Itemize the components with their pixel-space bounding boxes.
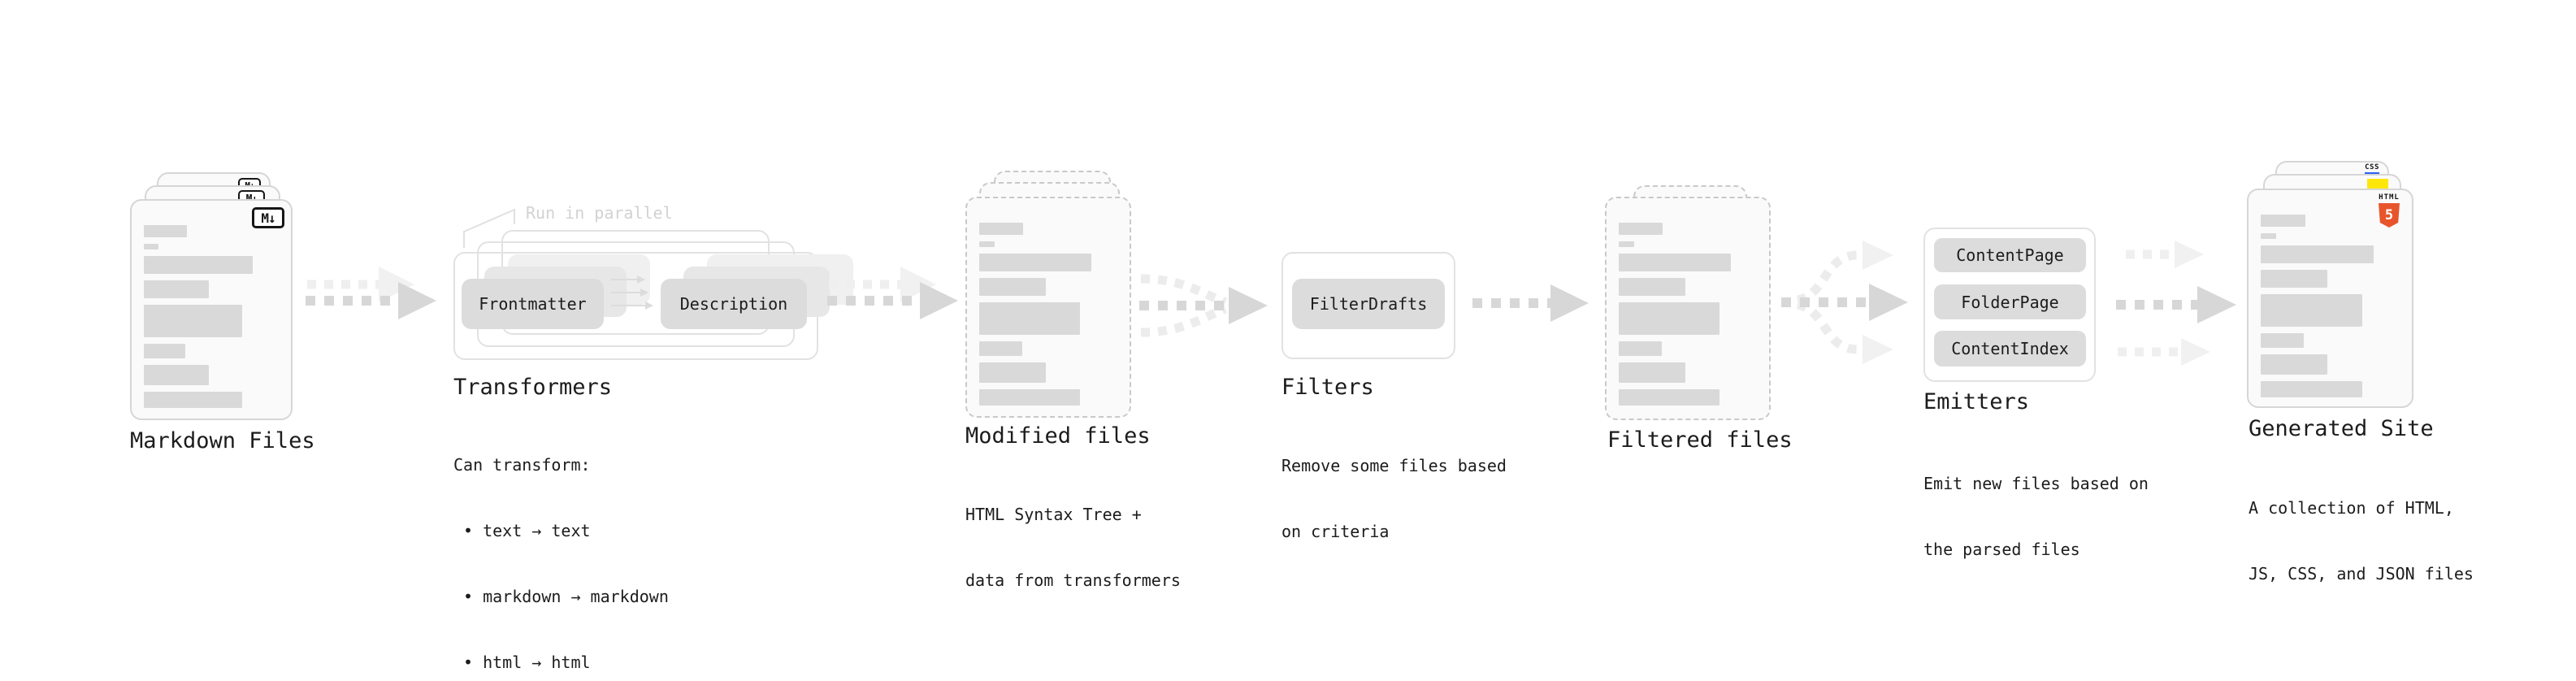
content-line-bar xyxy=(144,344,186,358)
content-line-bar xyxy=(979,223,1024,235)
modified-file-card-front xyxy=(965,197,1131,418)
html5-badge-label: HTML xyxy=(2379,193,2400,202)
content-line-bar xyxy=(1619,341,1662,356)
content-line-bar xyxy=(2261,270,2328,288)
stage-title-filtered-files: Filtered files xyxy=(1607,427,1793,453)
content-line-bar xyxy=(979,241,995,247)
content-line-bar xyxy=(144,365,209,385)
generated-sub-line: JS, CSS, and JSON files xyxy=(2249,564,2474,583)
content-line-bar xyxy=(1619,389,1720,406)
emitters-description: Emit new files based on the parsed files xyxy=(1923,429,2149,605)
transformer-step-arrows xyxy=(611,275,653,310)
content-line-bar xyxy=(2261,233,2276,239)
content-line-bar xyxy=(1619,223,1663,235)
stage-title-emitters: Emitters xyxy=(1923,389,2030,414)
content-line-bar xyxy=(144,280,209,298)
stage-title-generated-site: Generated Site xyxy=(2249,416,2434,441)
filtered-files-stack xyxy=(1605,185,1771,421)
html5-badge-number: 5 xyxy=(2384,207,2394,223)
emitters-sub-line: Emit new files based on xyxy=(1923,474,2149,493)
arrow-markdown-to-transformers xyxy=(306,267,436,319)
content-line-bar xyxy=(144,244,159,249)
run-in-parallel-label: Run in parallel xyxy=(526,203,673,223)
transformers-description: Can transform: • text → text • markdown … xyxy=(453,410,669,681)
content-line-bar xyxy=(979,341,1022,356)
modified-sub-line: HTML Syntax Tree + xyxy=(965,505,1142,524)
stage-title-transformers: Transformers xyxy=(453,375,613,400)
content-line-bar xyxy=(2261,381,2362,397)
arrow-emitters-to-generated xyxy=(2116,241,2236,366)
content-line-bar xyxy=(2261,215,2305,227)
description-box: Description xyxy=(661,279,807,329)
emitters-sub-line: the parsed files xyxy=(1923,540,2080,559)
markdown-files-stack: M↓ M↓ M↓ xyxy=(130,172,297,420)
filters-sub-line: on criteria xyxy=(1281,522,1390,541)
content-line-bar xyxy=(2261,354,2328,375)
contentindex-box: ContentIndex xyxy=(1934,331,2086,367)
stage-title-modified-files: Modified files xyxy=(965,423,1151,449)
filtered-file-card-front xyxy=(1605,197,1771,420)
content-line-bar xyxy=(144,256,254,274)
stage-title-markdown-files: Markdown Files xyxy=(130,428,315,453)
contentpage-box: ContentPage xyxy=(1934,238,2086,272)
content-line-bar xyxy=(979,278,1046,296)
content-line-bar xyxy=(979,389,1081,406)
modified-files-stack xyxy=(965,171,1136,419)
content-line-bar xyxy=(1619,241,1634,247)
arrow-transformers-to-modified xyxy=(827,267,958,319)
generated-site-stack: CSS HTML 5 xyxy=(2247,161,2413,409)
content-line-bar xyxy=(2261,245,2374,263)
content-line-bar xyxy=(144,225,188,237)
document-content-lines xyxy=(144,225,279,408)
content-line-bar xyxy=(144,392,243,408)
run-in-parallel-callout-line xyxy=(463,208,515,248)
content-line-bar xyxy=(1619,254,1731,271)
transformers-bullet: • html → html xyxy=(463,653,591,672)
content-line-bar xyxy=(979,254,1091,271)
frontmatter-box: Frontmatter xyxy=(462,279,604,329)
transformers-bullet: • markdown → markdown xyxy=(463,587,669,606)
modified-files-description: HTML Syntax Tree + data from transformer… xyxy=(965,460,1181,635)
content-line-bar xyxy=(979,302,1081,335)
arrow-filters-to-filtered xyxy=(1472,284,1589,322)
content-line-bar xyxy=(979,362,1046,383)
content-line-bar xyxy=(2261,333,2304,348)
generated-site-description: A collection of HTML, JS, CSS, and JSON … xyxy=(2249,453,2474,629)
content-line-bar xyxy=(144,305,243,337)
content-line-bar xyxy=(1619,302,1720,335)
content-line-bar xyxy=(2261,294,2362,327)
html5-shield-icon: 5 xyxy=(2379,203,2400,228)
content-line-bar xyxy=(1619,362,1685,383)
stage-title-filters: Filters xyxy=(1281,375,1374,400)
markdown-badge: M↓ xyxy=(252,207,284,228)
document-content-lines xyxy=(2261,215,2400,397)
content-line-bar xyxy=(1619,278,1685,296)
arrow-filtered-to-emitters xyxy=(1781,241,1908,364)
generated-sub-line: A collection of HTML, xyxy=(2249,498,2454,518)
css-badge-underline xyxy=(2365,172,2379,175)
transformers-sub-line: Can transform: xyxy=(453,455,591,475)
filters-description: Remove some files based on criteria xyxy=(1281,411,1507,587)
document-content-lines xyxy=(1619,223,1757,406)
transformers-bullet: • text → text xyxy=(463,521,591,540)
filterdrafts-box: FilterDrafts xyxy=(1292,279,1445,329)
css-badge: CSS xyxy=(2361,164,2383,175)
css-badge-label: CSS xyxy=(2365,163,2379,171)
html-file-card: HTML 5 xyxy=(2247,189,2413,408)
html5-badge: HTML 5 xyxy=(2376,194,2402,228)
filters-sub-line: Remove some files based xyxy=(1281,456,1507,475)
markdown-file-card-front: M↓ xyxy=(130,199,293,420)
document-content-lines xyxy=(979,223,1117,406)
folderpage-box: FolderPage xyxy=(1934,284,2086,319)
modified-sub-line: data from transformers xyxy=(965,570,1181,590)
arrow-modified-to-filters xyxy=(1139,274,1268,337)
